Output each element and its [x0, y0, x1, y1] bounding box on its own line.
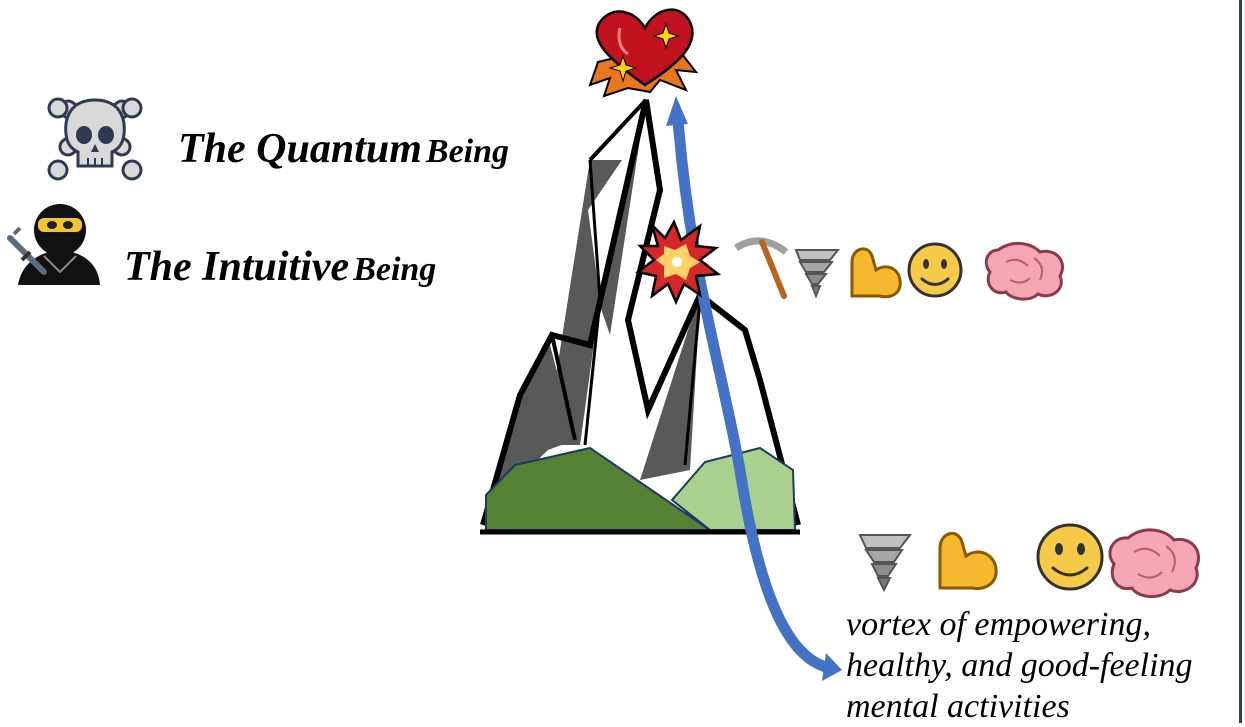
brain-icon — [1108, 528, 1200, 598]
caption-line-1: vortex of empowering, — [846, 606, 1151, 643]
arrowhead-down — [822, 653, 842, 681]
mountain-outline — [480, 99, 801, 526]
ninja-icon — [7, 204, 100, 285]
flexed-biceps-icon — [938, 532, 998, 590]
collision-icon — [635, 219, 722, 306]
slide-edge — [1239, 0, 1242, 723]
quantum-being-title: The Quantum — [178, 126, 422, 172]
arrowhead-up — [666, 96, 688, 126]
quantum-being-label: The Quantum Being — [178, 128, 509, 170]
skull-crossbones-icon — [47, 97, 143, 181]
intuitive-being-suffix: Being — [353, 251, 437, 288]
pick-icon — [734, 237, 789, 299]
tornado-icon — [858, 534, 913, 593]
caption-line-3: mental activities — [846, 688, 1070, 725]
intuitive-being-label: The Intuitive Being — [124, 246, 436, 288]
brain-icon — [984, 242, 1064, 301]
rock-face-central — [545, 160, 622, 445]
hill-dark-green — [485, 446, 714, 531]
caption-line-2: healthy, and good-feeling — [846, 647, 1193, 684]
mountain — [480, 98, 801, 535]
flexed-biceps-icon — [850, 247, 902, 299]
rock-face-right — [640, 300, 700, 480]
vortex-caption: vortex of empowering, healthy, and good-… — [846, 604, 1236, 727]
rock-face-left — [486, 345, 575, 510]
quantum-being-suffix: Being — [425, 133, 510, 170]
smiley-icon — [1036, 523, 1104, 591]
sparkling-heart-icon — [588, 8, 699, 98]
intuitive-being-title: The Intuitive — [124, 244, 350, 290]
tornado-icon — [794, 249, 841, 299]
smiley-icon — [907, 242, 963, 298]
